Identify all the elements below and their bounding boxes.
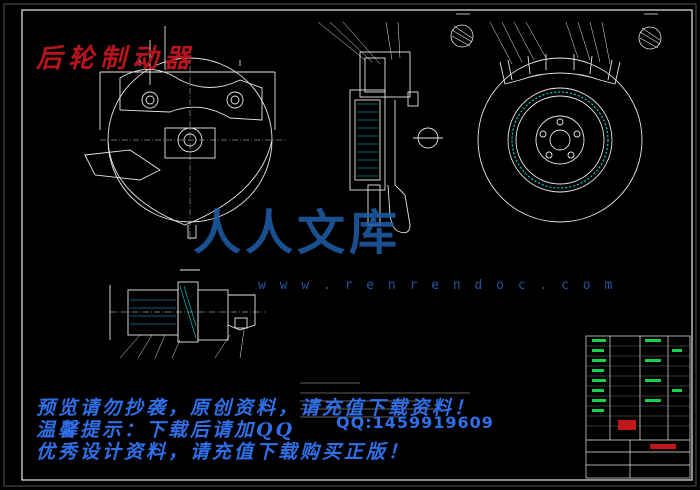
view-left-centerlines [100,55,285,240]
parts-list-rows [586,345,690,427]
sheet-outer-border [3,3,697,487]
view-right-leaders [489,21,611,65]
detail-view-ii [638,13,662,50]
view-bottom-section [109,269,265,343]
detail-view-i [450,13,474,48]
title-block-red-marks [618,420,676,449]
view-caliper-hatch [357,103,378,177]
view-caliper-leaders [317,21,401,65]
parts-list-entries [592,339,682,412]
view-caliper-section [349,51,443,234]
view-bottom-leaders [119,329,245,359]
view-left-elevation [84,26,276,239]
sheet-inner-border [21,9,693,481]
view-right-drum [477,54,643,223]
technical-notes-lines [300,382,470,418]
title-block [585,335,691,479]
view-bottom-hatch [130,285,197,339]
view-right-dashed-ring [511,91,609,189]
